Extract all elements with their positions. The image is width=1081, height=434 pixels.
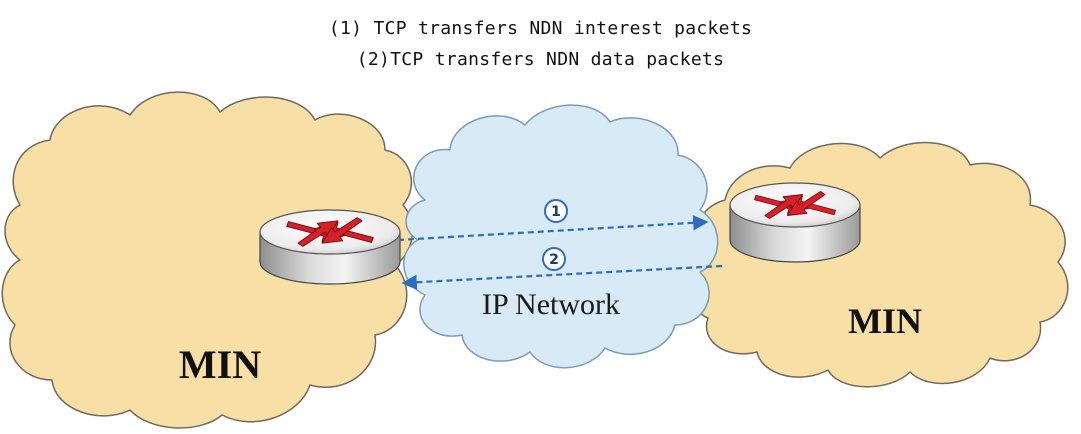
- right-min-label: MIN: [848, 301, 922, 341]
- arrow-interest-packets: 1: [397, 199, 709, 242]
- marker-1-label: 1: [551, 204, 561, 220]
- marker-2-label: 2: [549, 252, 559, 268]
- right-router-icon: [729, 182, 861, 263]
- ip-network-cloud: IP Network: [403, 104, 719, 369]
- legend-line-2: (2)TCP transfers NDN data packets: [356, 49, 725, 70]
- marker-2-circle: [542, 247, 566, 271]
- legend-line-1: (1) TCP transfers NDN interest packets: [328, 18, 753, 39]
- marker-1-circle: [544, 199, 568, 223]
- right-min-cloud: MIN: [690, 141, 1069, 388]
- left-min-label: MIN: [179, 342, 261, 387]
- left-min-cloud: MIN: [1, 91, 414, 429]
- left-router-icon: [259, 209, 401, 285]
- ip-network-label: IP Network: [482, 288, 620, 321]
- arrow-data-packets: 2: [401, 247, 723, 290]
